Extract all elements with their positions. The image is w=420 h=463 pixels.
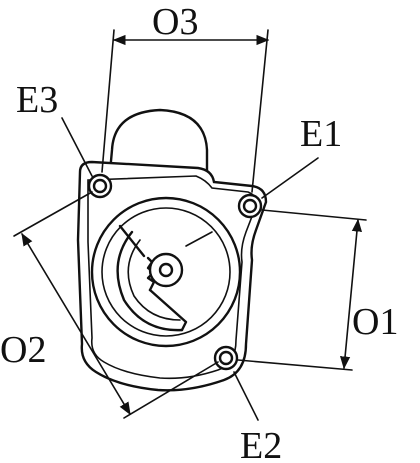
- label-o1: O1: [352, 301, 398, 343]
- label-o2: O2: [0, 329, 46, 371]
- solenoid-dome: [108, 108, 209, 178]
- o1-dimension-line: [339, 218, 363, 370]
- o1-extension-top: [261, 209, 367, 221]
- e2-leader: [233, 371, 259, 421]
- mounting-hole-e3: [87, 173, 113, 199]
- fork-lever: [118, 224, 188, 332]
- o3-extension-right: [251, 29, 269, 193]
- label-o3: O3: [152, 1, 198, 43]
- o2-extension-top: [13, 191, 93, 237]
- drive-arc-inner: [127, 239, 181, 321]
- o2-dimension-line: [21, 232, 131, 416]
- e3-leader: [61, 117, 93, 177]
- o3-extension-left: [101, 29, 115, 173]
- o2-extension-bottom: [123, 361, 219, 419]
- shaft-line: [185, 231, 213, 247]
- o1-extension-bottom: [237, 359, 353, 371]
- label-e1: E1: [300, 113, 342, 155]
- pinion-shaft: [158, 262, 174, 278]
- label-e2: E2: [240, 425, 282, 463]
- mounting-hole-e1: [237, 193, 263, 219]
- mounting-hole-e2: [213, 345, 239, 371]
- e1-leader: [261, 157, 319, 199]
- label-e3: E3: [16, 79, 58, 121]
